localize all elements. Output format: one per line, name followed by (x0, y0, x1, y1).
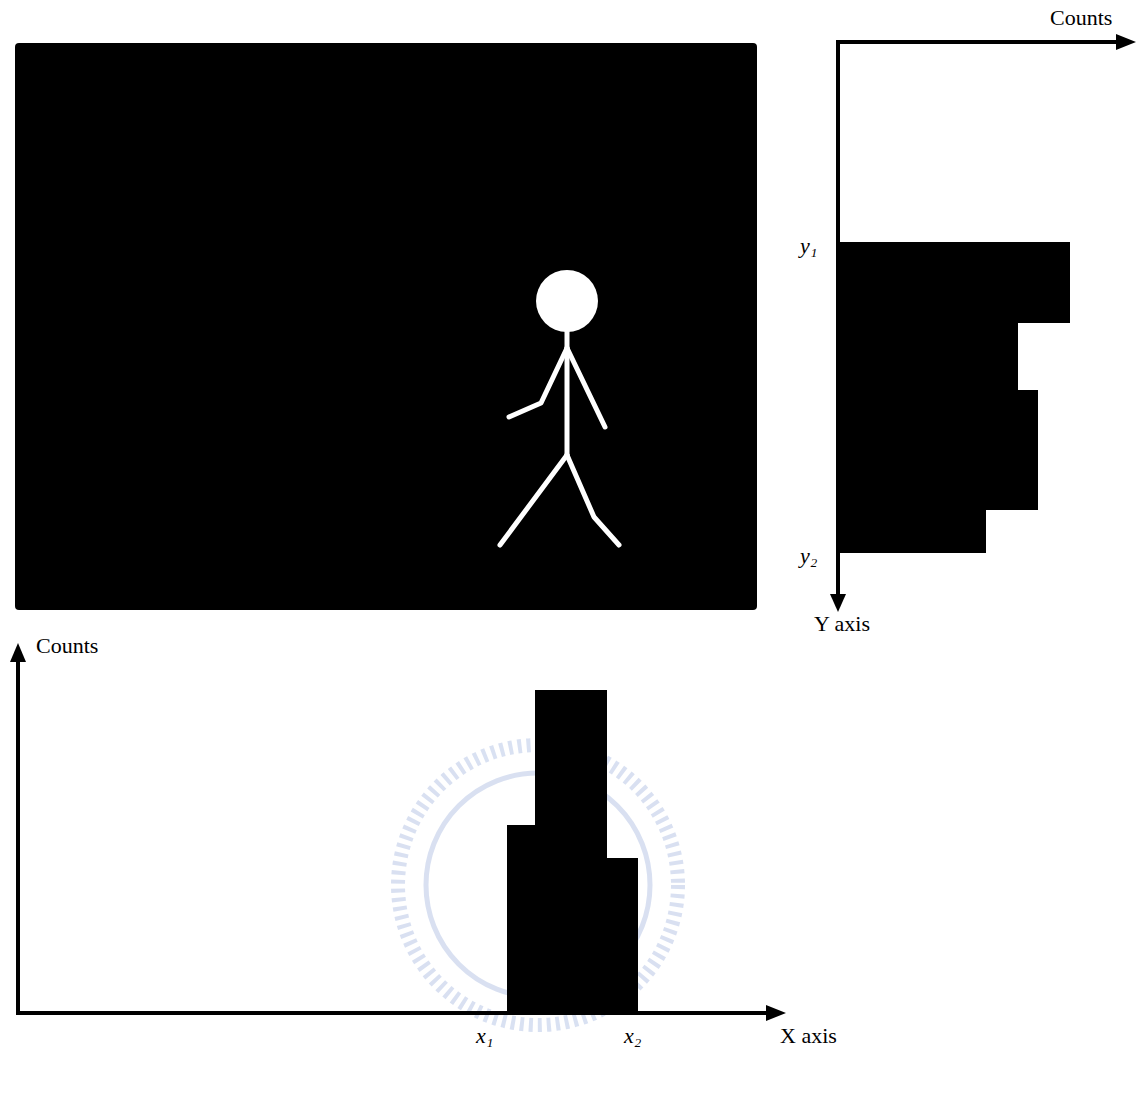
arrow-head (766, 1005, 786, 1021)
axis-title: Counts (1050, 6, 1112, 30)
arrow-head (1116, 34, 1136, 50)
y-histogram (838, 242, 1070, 553)
axis-mark: x₂ (624, 1024, 641, 1048)
axis-mark: y₁ (800, 234, 817, 258)
axis-title: X axis (780, 1024, 837, 1048)
y-axes (836, 42, 1118, 596)
axis-mark: x₁ (476, 1024, 493, 1048)
arrow-head (10, 643, 26, 662)
axis-title: Y axis (814, 612, 870, 636)
axis-title: Counts (36, 634, 98, 658)
arrow-head (830, 594, 846, 612)
x-histogram (507, 690, 638, 1013)
stick-figure (500, 270, 619, 545)
binary-frame (15, 43, 757, 610)
x-axes (16, 660, 768, 1015)
axis-mark: y₂ (800, 544, 817, 568)
